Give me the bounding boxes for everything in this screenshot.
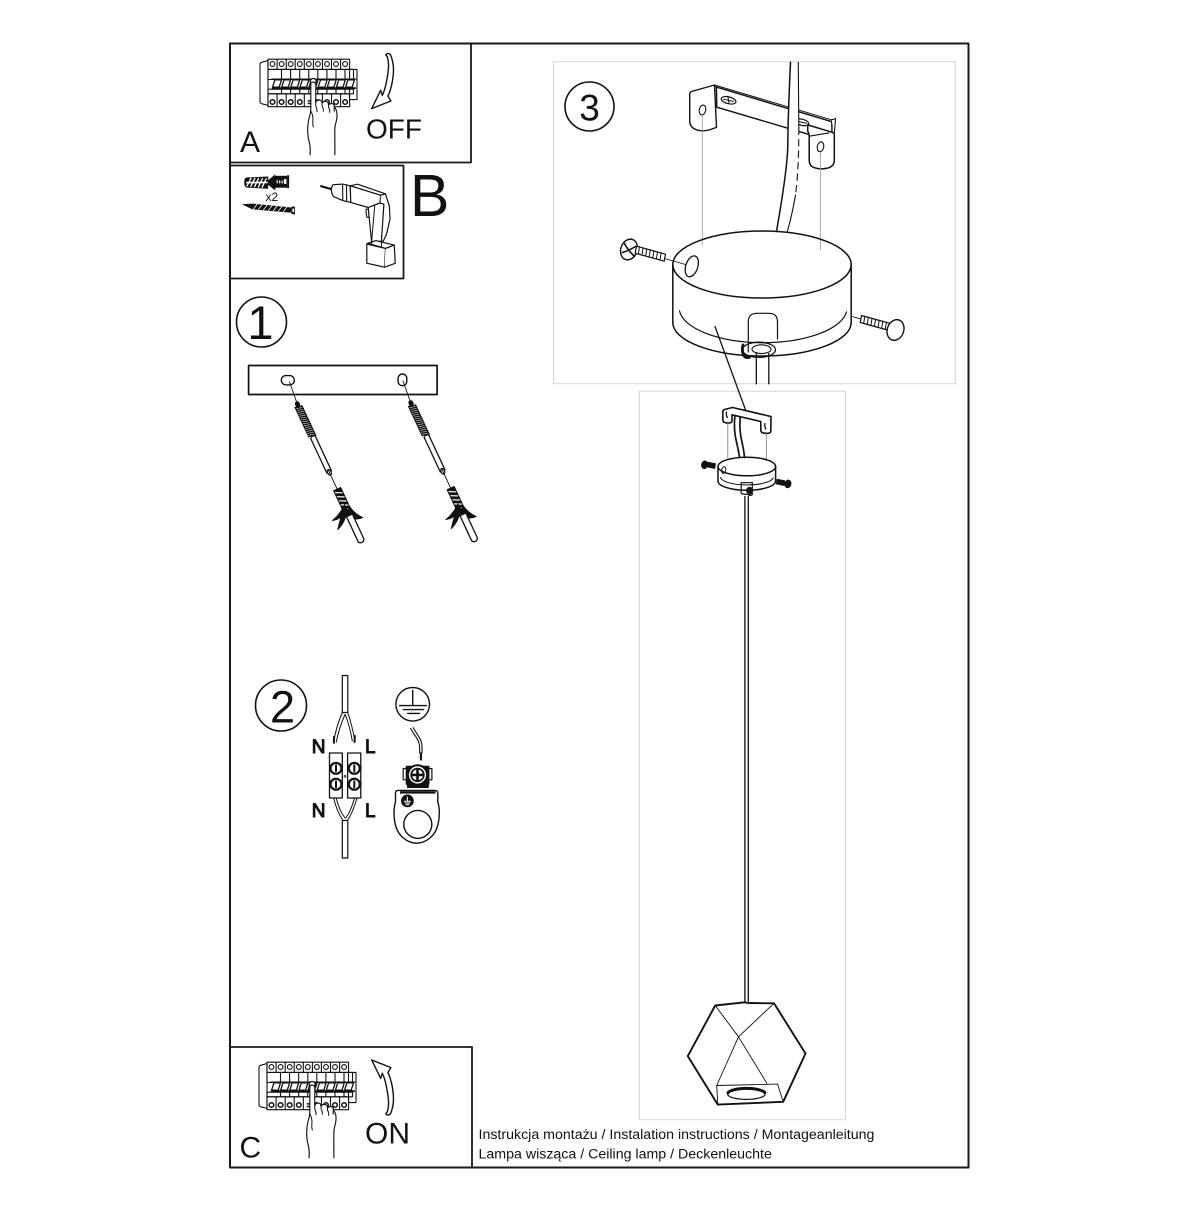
svg-text:2: 2 (270, 682, 295, 733)
svg-text:Lampa wisząca / Ceiling lamp /: Lampa wisząca / Ceiling lamp / Deckenleu… (479, 1147, 772, 1163)
svg-text:Instrukcja montażu / Instalati: Instrukcja montażu / Instalation instruc… (479, 1127, 875, 1143)
svg-text:L: L (365, 801, 376, 822)
svg-text:N: N (312, 801, 326, 822)
svg-text:L: L (365, 737, 376, 758)
svg-text:3: 3 (579, 88, 600, 129)
svg-text:N: N (312, 737, 326, 758)
svg-text:1: 1 (247, 296, 273, 349)
svg-text:B: B (410, 163, 449, 229)
svg-text:A: A (240, 126, 260, 159)
svg-text:C: C (240, 1132, 262, 1165)
svg-text:ON: ON (365, 1118, 410, 1151)
svg-text:OFF: OFF (366, 114, 422, 145)
svg-text:x2: x2 (266, 190, 279, 204)
